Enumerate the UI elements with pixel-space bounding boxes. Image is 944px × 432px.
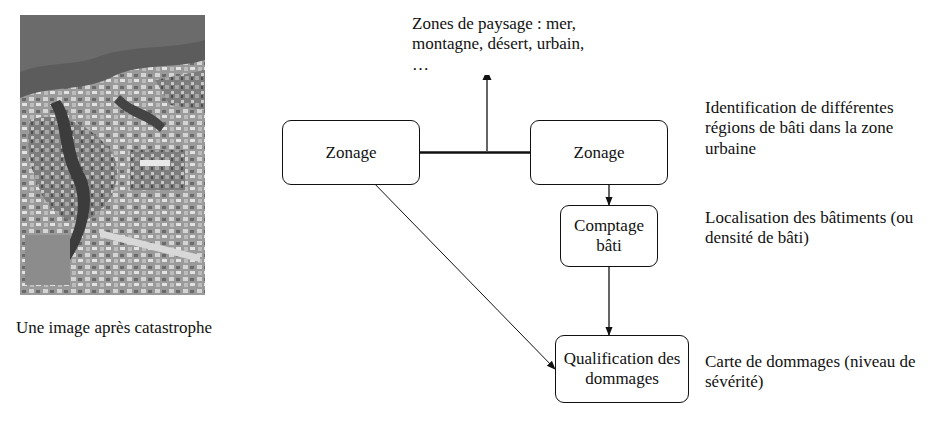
landscape-output-arrow bbox=[483, 70, 492, 151]
process-box: Zonage bbox=[282, 120, 420, 185]
box-label: Qualification des dommages bbox=[562, 349, 682, 388]
process-box: Qualification des dommages bbox=[555, 335, 689, 403]
process-box: Zonage bbox=[530, 120, 668, 185]
flow-connector bbox=[608, 185, 609, 205]
process-box: Comptage bâti bbox=[560, 205, 658, 267]
box-label: Zonage bbox=[574, 143, 625, 163]
flow-connector bbox=[608, 267, 609, 335]
annotation-text: Zones de paysage : mer, montagne, désert… bbox=[412, 14, 594, 75]
annotation-text: Localisation des bâtiments (ou densité d… bbox=[705, 208, 937, 249]
annotation-text: Une image après catastrophe bbox=[14, 318, 214, 338]
box-label: Zonage bbox=[326, 143, 377, 163]
satellite-photo bbox=[20, 15, 205, 295]
box-label: Comptage bâti bbox=[567, 216, 651, 255]
annotation-text: Identification de différentes régions de… bbox=[705, 98, 937, 159]
flow-connector bbox=[420, 151, 530, 154]
annotation-text: Carte de dommages (niveau de sévérité) bbox=[705, 352, 937, 393]
flow-connector bbox=[376, 185, 555, 369]
